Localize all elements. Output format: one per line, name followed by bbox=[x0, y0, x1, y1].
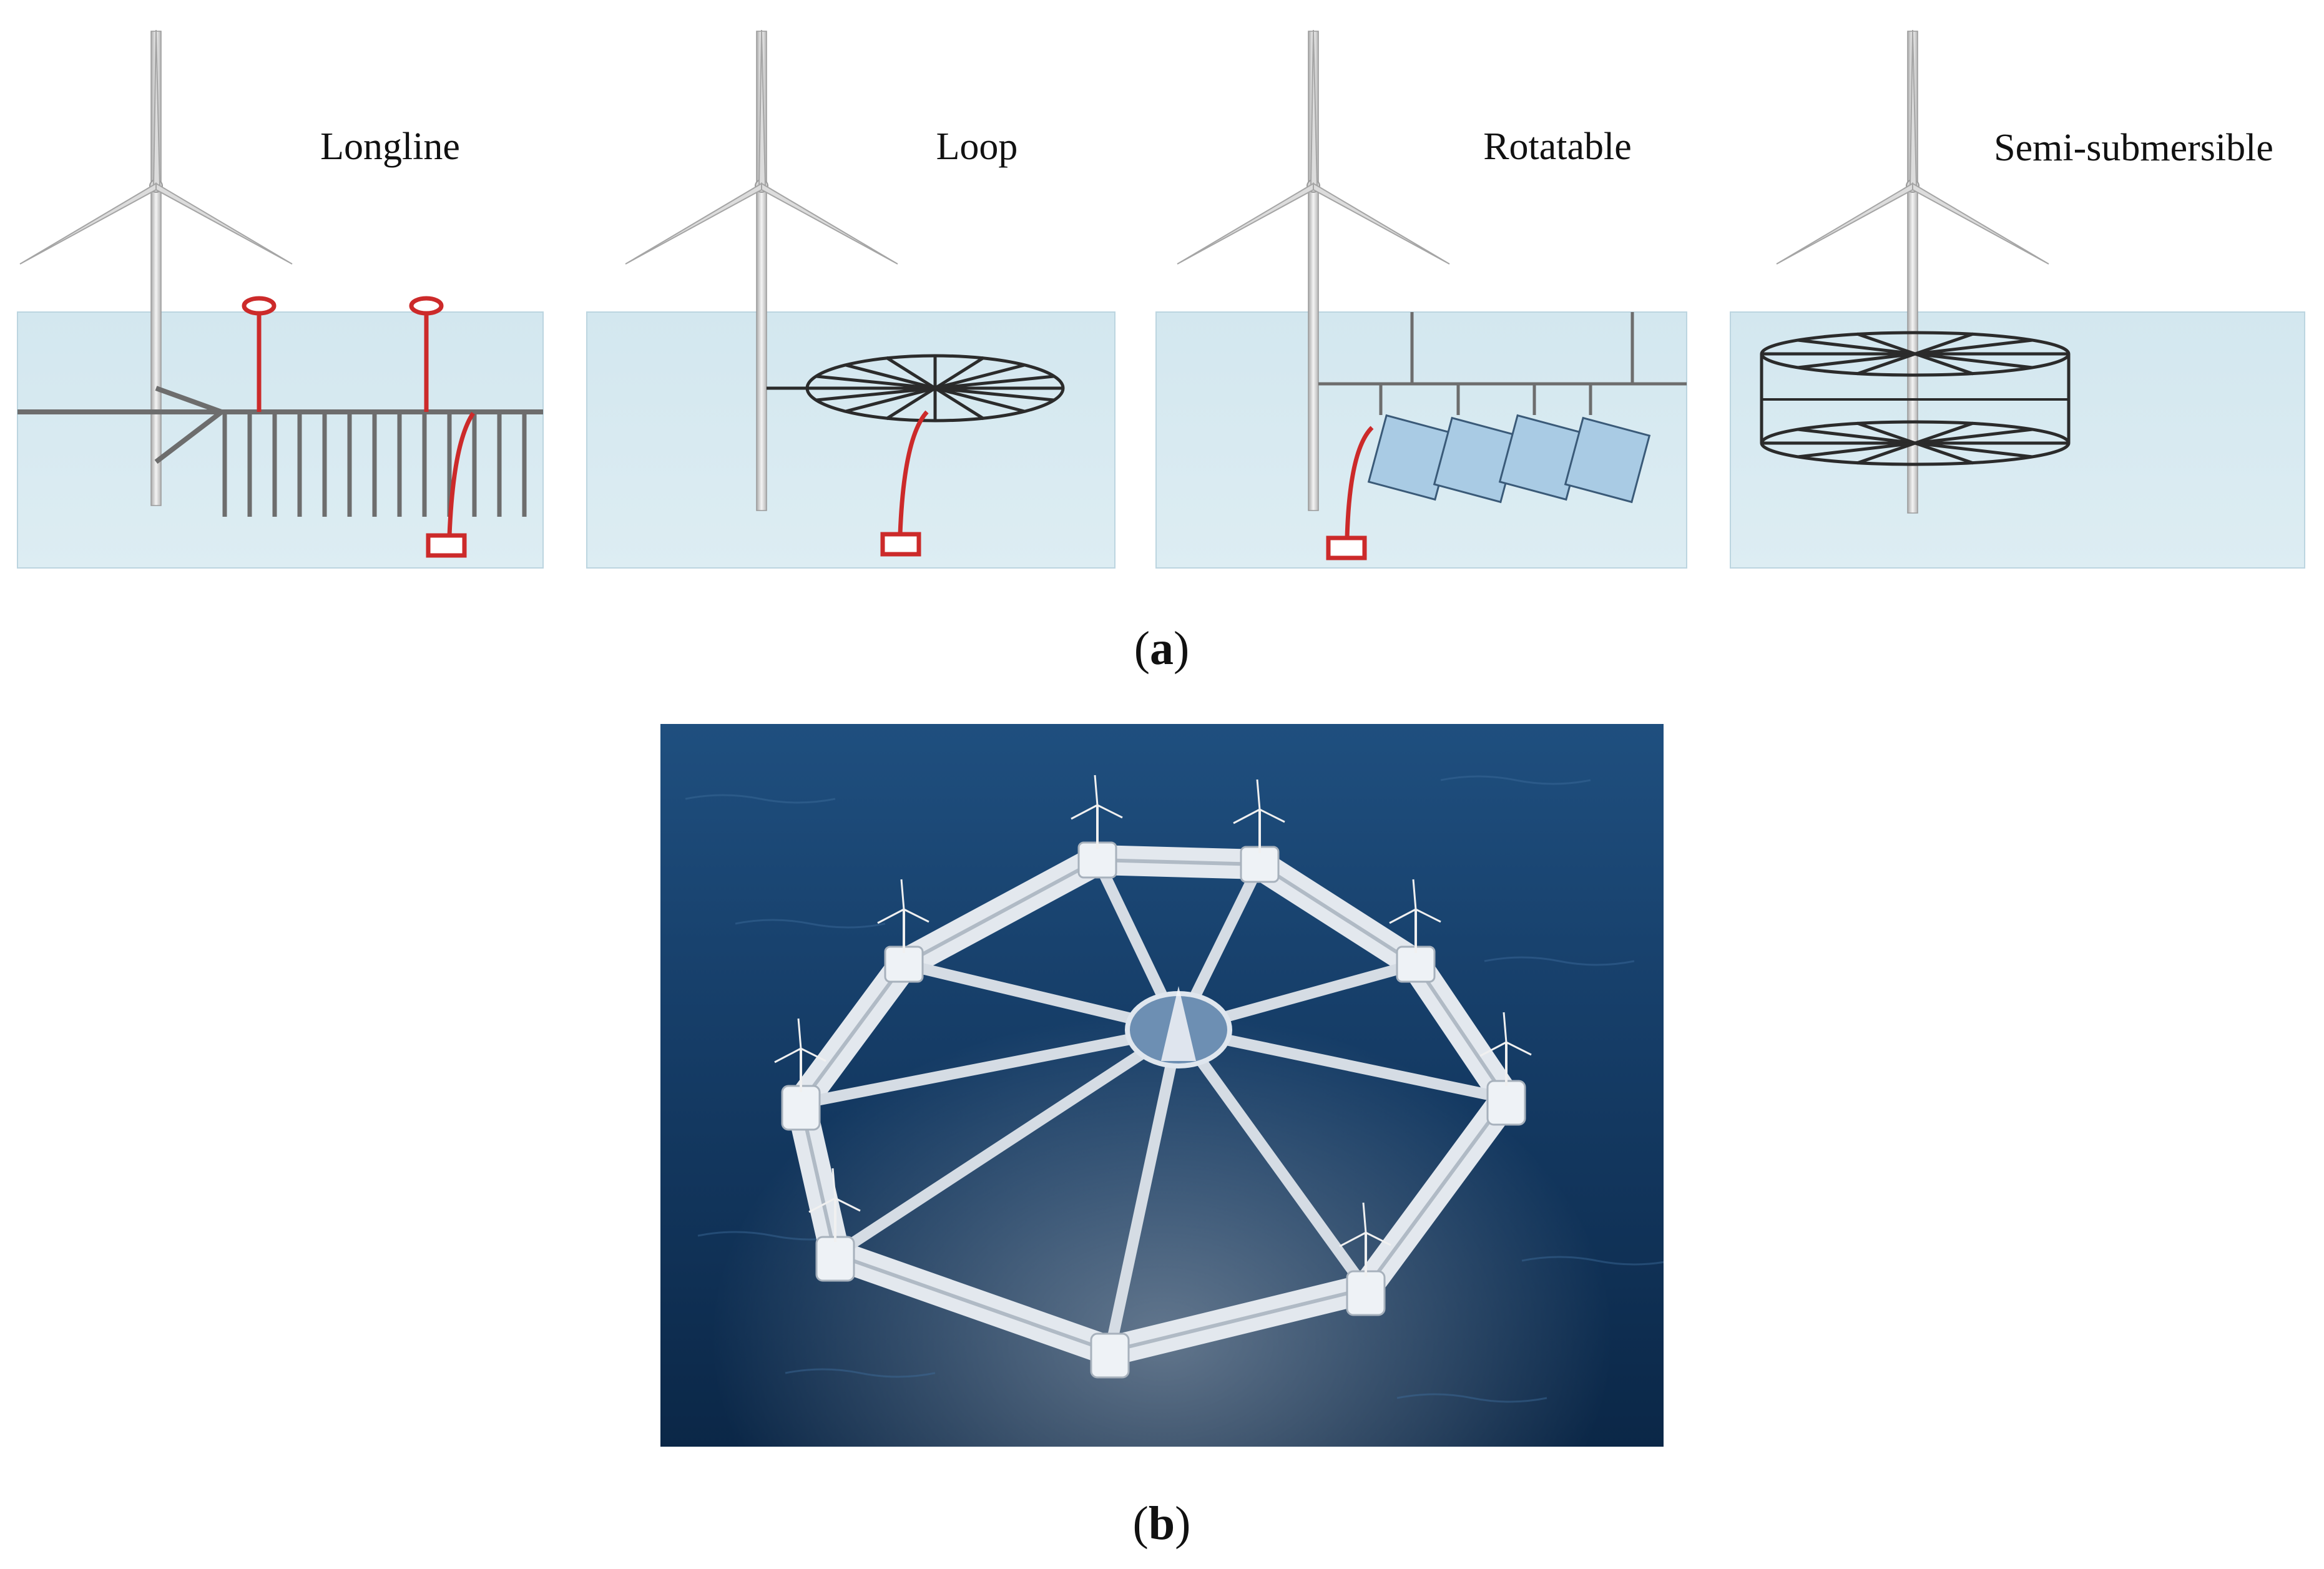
net-cages bbox=[1367, 414, 1651, 504]
anchor-icon bbox=[426, 412, 475, 558]
panel-b-label: (b) bbox=[1132, 1497, 1191, 1550]
anchor-icon bbox=[1326, 426, 1374, 560]
panel-a-label: (a) bbox=[1134, 622, 1190, 675]
longline-headline bbox=[17, 386, 543, 464]
longline-droppers bbox=[222, 412, 527, 517]
rotatable-diagram: Rotatable bbox=[1155, 29, 1687, 569]
panel-title-semi-submersible: Semi-submersible bbox=[1994, 127, 2273, 169]
panel-title-loop: Loop bbox=[936, 125, 1018, 168]
semi-submersible-diagram: Semi-submersible bbox=[1730, 29, 2305, 569]
loop-cage bbox=[805, 354, 1065, 423]
platform-structure bbox=[773, 774, 1532, 1379]
panel-title-longline: Longline bbox=[320, 125, 460, 168]
anchor-icon bbox=[880, 410, 929, 557]
water-body bbox=[586, 311, 1115, 569]
hanging-ropes bbox=[1379, 384, 1592, 415]
water-body bbox=[17, 311, 544, 569]
longline-diagram: Longline bbox=[17, 29, 544, 569]
water-body bbox=[1730, 311, 2305, 569]
buoy-icon bbox=[242, 296, 444, 412]
panel-title-rotatable: Rotatable bbox=[1483, 125, 1632, 168]
semi-submersible-cage bbox=[1760, 331, 2071, 466]
panel-a-diagrams: Longline Loop bbox=[17, 29, 2305, 569]
panel-b-platform-photo bbox=[660, 724, 1664, 1447]
loop-diagram: Loop bbox=[586, 29, 1115, 569]
